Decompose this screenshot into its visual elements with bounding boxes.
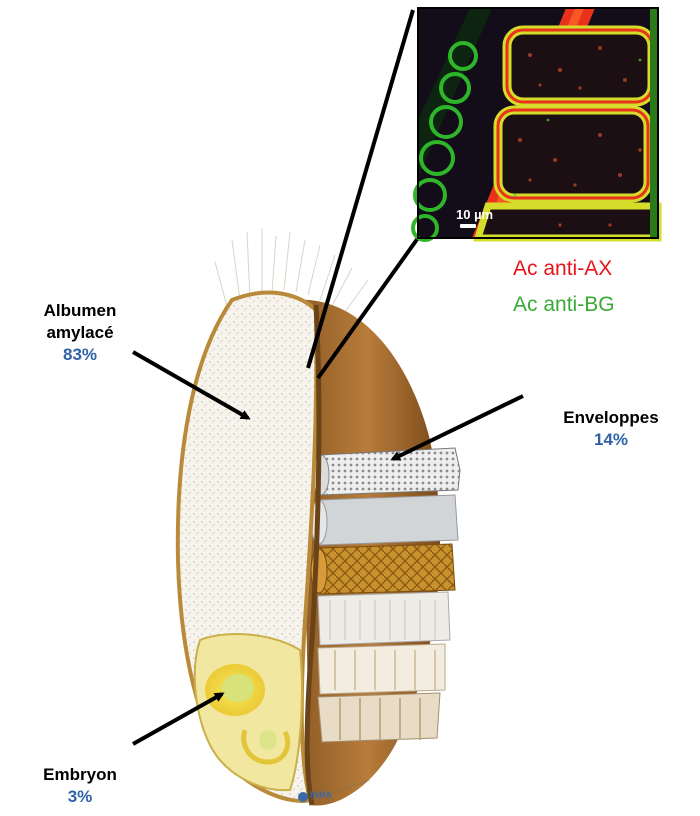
credit-text: INRA <box>310 790 332 800</box>
scale-bar-label: 10 µm <box>456 207 493 222</box>
albumen-name-line2: amylacé <box>10 322 150 344</box>
scale-bar <box>460 224 476 228</box>
label-embryon: Embryon 3% <box>20 764 140 808</box>
enveloppes-name: Enveloppes <box>528 407 694 429</box>
albumen-name-line1: Albumen <box>10 300 150 322</box>
enveloppes-percent: 14% <box>528 429 694 451</box>
label-albumen: Albumen amylacé 83% <box>10 300 150 366</box>
embryon-percent: 3% <box>20 786 140 808</box>
label-enveloppes: Enveloppes 14% <box>528 407 694 451</box>
legend-bg: Ac anti-BG <box>513 290 615 319</box>
legend-ax: Ac anti-AX <box>513 254 612 283</box>
albumen-percent: 83% <box>10 344 150 366</box>
embryo-region <box>195 634 302 790</box>
embryon-name: Embryon <box>20 764 140 786</box>
confocal-micrograph <box>413 8 658 240</box>
